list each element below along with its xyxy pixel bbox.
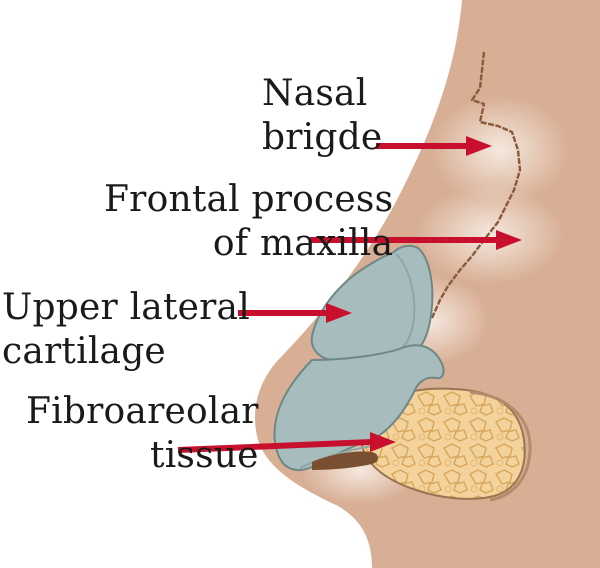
label-nasal-bridge-line2: brigde: [262, 117, 383, 158]
label-fibroareolar-tissue: Fibroareolar tissue: [26, 390, 259, 478]
label-nasal-bridge-line1: Nasal: [262, 73, 368, 114]
label-upper-lateral-cartilage: Upper lateral cartilage: [2, 286, 250, 374]
highlight-frontal: [415, 185, 565, 285]
cartilage-ridge: [395, 253, 416, 353]
arrow-upper-lateral: [238, 303, 352, 323]
bone-suture-line: [430, 51, 522, 319]
label-upper-lateral-line2: cartilage: [2, 331, 166, 372]
cartilage-crease: [299, 445, 373, 469]
arrow-frontal-process: [310, 230, 522, 250]
nostril-crease: [469, 390, 532, 502]
highlight-bridge: [430, 95, 570, 205]
label-frontal-process-line1: Frontal process: [104, 179, 394, 220]
label-fibroareolar-line1: Fibroareolar: [26, 391, 259, 432]
arrow-fibroareolar: [178, 432, 396, 453]
label-fibroareolar-line2: tissue: [150, 435, 259, 476]
arrow-nasal-bridge: [376, 136, 492, 156]
label-nasal-bridge: Nasal brigde: [262, 72, 382, 160]
label-upper-lateral-line1: Upper lateral: [2, 287, 250, 328]
label-frontal-process-line2: of maxilla: [212, 223, 394, 264]
alar-rim: [312, 451, 378, 470]
label-frontal-process: Frontal process of maxilla: [104, 178, 393, 266]
